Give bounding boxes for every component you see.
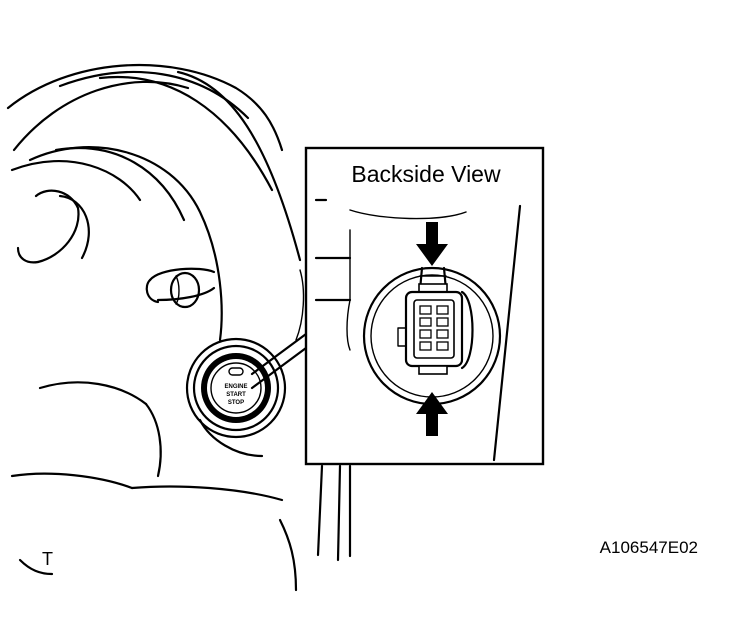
dashboard-line-art [6,63,352,592]
button-text-line3: STOP [228,400,244,406]
connector-terminals [419,305,449,351]
arrow-up-icon [416,392,448,436]
arrow-down-icon [416,222,448,266]
button-text-line2: START [226,392,246,398]
engine-start-button: ENGINE START STOP [185,337,287,439]
figure-code: A106547E02 [600,538,698,557]
corner-label: T [42,549,53,569]
button-text-line1: ENGINE [224,384,247,390]
backside-view-inset: Backside View [304,146,545,466]
callout-leader [250,332,308,390]
inset-title: Backside View [351,161,501,187]
